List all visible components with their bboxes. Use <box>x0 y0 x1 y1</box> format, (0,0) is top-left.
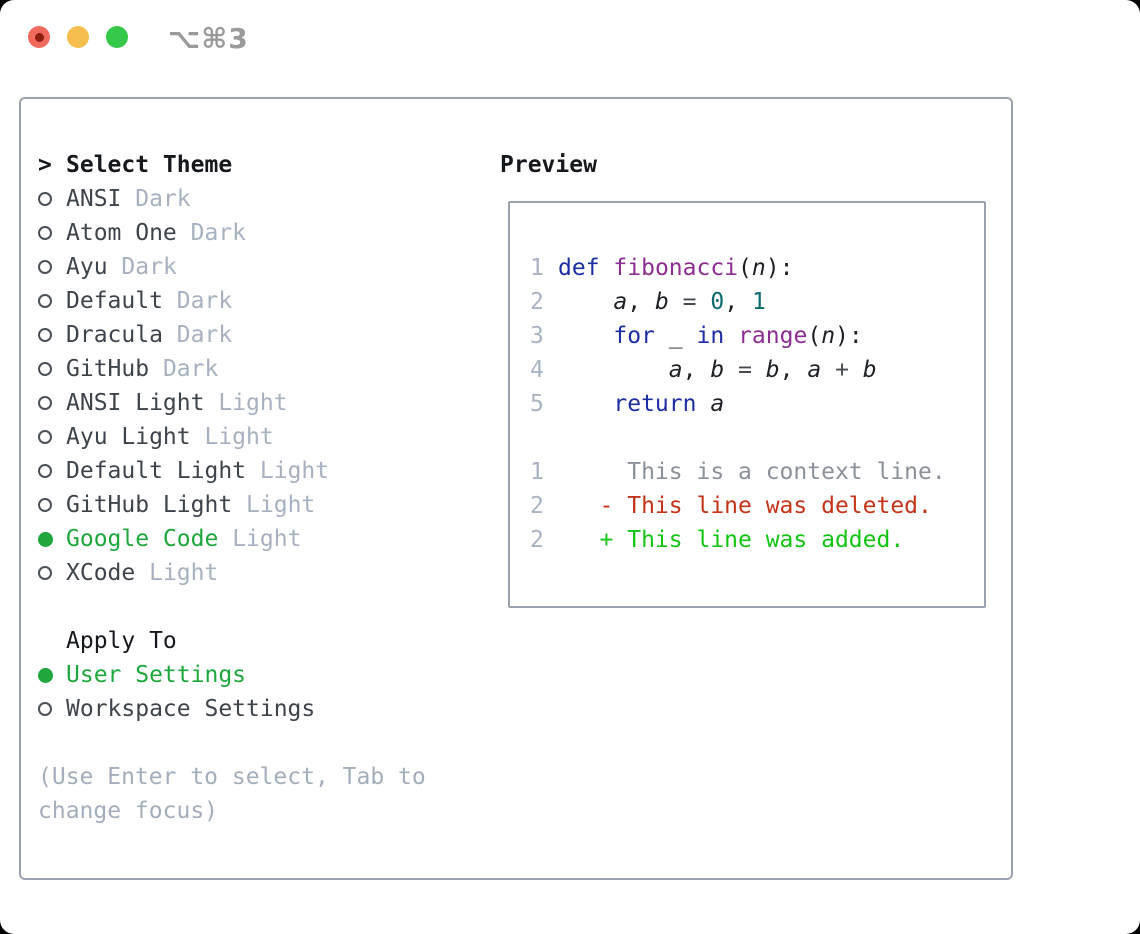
theme-option-ansi-light[interactable]: ANSI Light Light <box>38 386 426 420</box>
apply-to-title: Apply To <box>66 628 177 654</box>
theme-option-github-dark[interactable]: GitHub Dark <box>38 352 426 386</box>
theme-list: > Select Theme ANSI Dark Atom One Dark A… <box>38 148 426 828</box>
minimize-button[interactable] <box>67 26 89 48</box>
code-line: 5 return a <box>530 391 725 417</box>
radio-unselected-icon <box>38 566 66 580</box>
radio-unselected-icon <box>38 396 66 410</box>
code-line: 1 This is a context line. <box>530 459 946 485</box>
theme-option-ayu-light[interactable]: Ayu Light Light <box>38 420 426 454</box>
apply-option-user-settings[interactable]: User Settings <box>38 658 426 692</box>
apply-option-workspace-settings[interactable]: Workspace Settings <box>38 692 426 726</box>
radio-unselected-icon <box>38 192 66 206</box>
preview-title: Preview <box>500 152 597 178</box>
theme-option-default-light[interactable]: Default Light Light <box>38 454 426 488</box>
code-line: 2 + This line was added. <box>530 527 905 553</box>
code-line: 2 - This line was deleted. <box>530 493 932 519</box>
radio-unselected-icon <box>38 498 66 512</box>
code-line: 2 a, b = 0, 1 <box>530 289 766 315</box>
radio-unselected-icon <box>38 260 66 274</box>
radio-unselected-icon <box>38 328 66 342</box>
radio-selected-icon <box>38 531 66 547</box>
code-line: 3 for _ in range(n): <box>530 323 863 349</box>
traffic-lights <box>28 26 128 48</box>
select-theme-header: > Select Theme <box>38 148 426 182</box>
help-text-line1: (Use Enter to select, Tab to <box>38 764 426 790</box>
radio-unselected-icon <box>38 362 66 376</box>
theme-option-dracula-dark[interactable]: Dracula Dark <box>38 318 426 352</box>
code-line: 4 a, b = b, a + b <box>530 357 877 383</box>
radio-unselected-icon <box>38 702 66 716</box>
theme-picker-panel: > Select Theme ANSI Dark Atom One Dark A… <box>19 97 1013 880</box>
help-text-line2: change focus) <box>38 798 219 824</box>
select-theme-title: Select Theme <box>66 152 233 178</box>
radio-unselected-icon <box>38 464 66 478</box>
spacer <box>38 726 426 760</box>
radio-selected-icon <box>38 667 66 683</box>
theme-option-atom-one-dark[interactable]: Atom One Dark <box>38 216 426 250</box>
spacer <box>38 590 426 624</box>
zoom-button[interactable] <box>106 26 128 48</box>
theme-option-ayu-dark[interactable]: Ayu Dark <box>38 250 426 284</box>
theme-option-github-light[interactable]: GitHub Light Light <box>38 488 426 522</box>
close-button[interactable] <box>28 26 50 48</box>
code-line <box>530 421 984 455</box>
radio-unselected-icon <box>38 294 66 308</box>
radio-unselected-icon <box>38 430 66 444</box>
apply-to-header: Apply To <box>38 624 426 658</box>
unsaved-dot-icon <box>34 32 44 42</box>
theme-option-ansi-dark[interactable]: ANSI Dark <box>38 182 426 216</box>
theme-option-xcode-light[interactable]: XCode Light <box>38 556 426 590</box>
theme-option-default-dark[interactable]: Default Dark <box>38 284 426 318</box>
window-title: ⌥⌘3 <box>168 22 249 55</box>
prompt-icon: > <box>38 152 52 178</box>
radio-unselected-icon <box>38 226 66 240</box>
theme-option-google-code-light[interactable]: Google Code Light <box>38 522 426 556</box>
